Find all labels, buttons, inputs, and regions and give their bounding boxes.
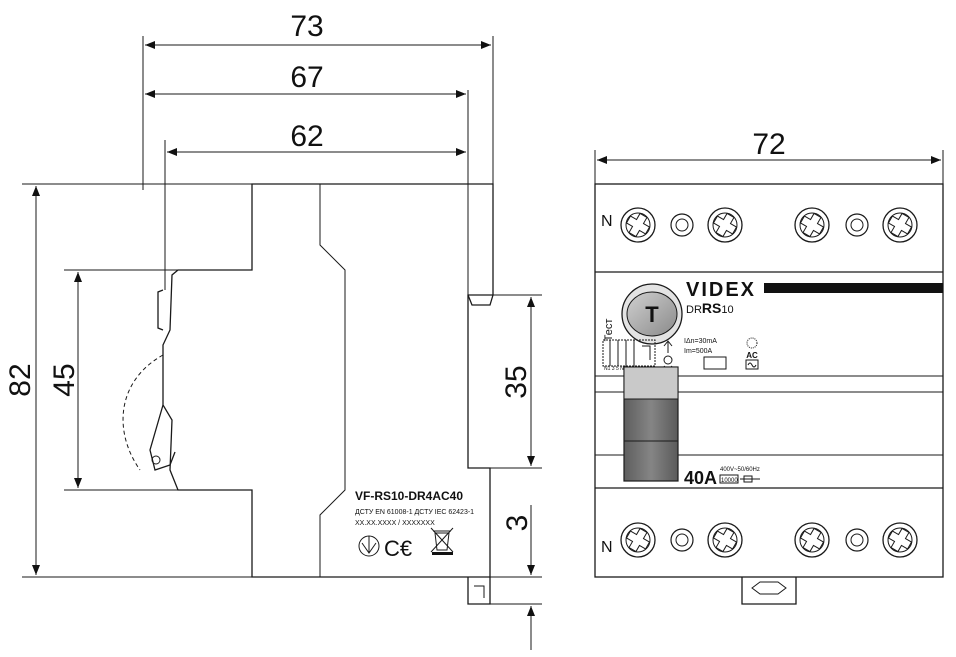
test-button-letter: T bbox=[645, 302, 659, 327]
weee-bin-icon bbox=[430, 527, 454, 555]
ac-wave-icon bbox=[745, 359, 759, 370]
dim-label-82: 82 bbox=[4, 363, 37, 396]
type-ac-label: AC bbox=[746, 351, 758, 360]
residual-current-label: IΔn=30mA bbox=[684, 338, 717, 345]
side-model-label: VF-RS10-DR4AC40 bbox=[355, 489, 463, 503]
terminal-screw[interactable] bbox=[707, 522, 743, 558]
rail-clip-top bbox=[467, 294, 494, 306]
terminal-label-bottom: N bbox=[601, 539, 613, 556]
terminal-screw[interactable] bbox=[620, 522, 656, 558]
rail-clip-bottom bbox=[467, 577, 491, 605]
terminal-screw[interactable] bbox=[882, 522, 918, 558]
side-serial-label: XX.XX.XXXX / XXXXXXX bbox=[355, 520, 435, 527]
breaking-capacity-box bbox=[719, 474, 739, 484]
dim-label-62: 62 bbox=[290, 120, 323, 153]
fuse-icon bbox=[740, 475, 760, 483]
brand-bar bbox=[764, 283, 943, 293]
rail-clip-detail bbox=[474, 585, 485, 598]
terminal-screw[interactable] bbox=[882, 207, 918, 243]
ua-cert-icon bbox=[358, 535, 380, 557]
terminal-indicator bbox=[670, 213, 694, 237]
test-button[interactable] bbox=[626, 291, 678, 337]
breaking-capacity-label: 10000 bbox=[721, 478, 738, 484]
ac-wave-line bbox=[747, 362, 757, 368]
side-body-outline bbox=[162, 183, 494, 578]
toggle-lever-top bbox=[623, 366, 679, 400]
status-window bbox=[703, 356, 727, 370]
side-standards-label: ДСТУ EN 61008-1 ДСТУ IEC 62423-1 bbox=[355, 509, 474, 516]
terminal-indicator bbox=[845, 528, 869, 552]
side-lever bbox=[149, 404, 176, 471]
terminal-indicator bbox=[670, 528, 694, 552]
voltage-label: 400V~50/60Hz bbox=[720, 467, 760, 473]
dim-label-3: 3 bbox=[501, 515, 534, 532]
making-current-label: Im=500A bbox=[684, 348, 713, 355]
svg-text:N1 3 5 N2 4 6: N1 3 5 N2 4 6 bbox=[604, 366, 635, 372]
terminal-screw[interactable] bbox=[794, 207, 830, 243]
din-clip bbox=[741, 577, 797, 605]
side-lever-arc bbox=[122, 354, 164, 471]
dim-label-67: 67 bbox=[290, 61, 323, 94]
test-label: Тест bbox=[603, 319, 615, 342]
terminal-screw[interactable] bbox=[620, 207, 656, 243]
terminal-screw[interactable] bbox=[707, 207, 743, 243]
top-terminal-row bbox=[620, 207, 918, 243]
front-body bbox=[594, 183, 944, 578]
series-prefix: DR bbox=[686, 304, 702, 316]
dim-label-45: 45 bbox=[48, 363, 81, 396]
side-lever-pivot bbox=[151, 455, 161, 465]
terminal-indicator bbox=[845, 213, 869, 237]
terminal-label-top: N bbox=[601, 213, 613, 230]
bottom-terminal-row bbox=[620, 522, 918, 558]
series-suffix: 10 bbox=[721, 304, 733, 316]
side-view: 73 67 62 82 45 35 3 bbox=[4, 10, 542, 650]
dim-label-73: 73 bbox=[290, 10, 323, 43]
off-circle-icon bbox=[663, 355, 673, 365]
series-label: DRRS10 bbox=[686, 300, 734, 316]
on-arrow-icon bbox=[663, 340, 673, 353]
side-body-inner bbox=[319, 184, 346, 577]
series-name: RS bbox=[702, 300, 721, 316]
rating-label: 40A bbox=[684, 468, 717, 488]
dim-label-72: 72 bbox=[752, 128, 785, 161]
wiring-schematic-icon: N1 3 5 N2 4 6 bbox=[602, 339, 656, 372]
temperature-icon bbox=[746, 337, 758, 349]
ce-mark-icon: C€ bbox=[384, 536, 412, 561]
dim-label-35: 35 bbox=[500, 365, 533, 398]
front-view: 72 N N VIDEX DRRS10 Тест T N1 3 5 N2 4 6 bbox=[594, 128, 944, 605]
side-upper-tab bbox=[157, 289, 164, 331]
brand-logo: VIDEX bbox=[686, 279, 756, 301]
din-clip-slot bbox=[751, 581, 787, 595]
terminal-screw[interactable] bbox=[794, 522, 830, 558]
